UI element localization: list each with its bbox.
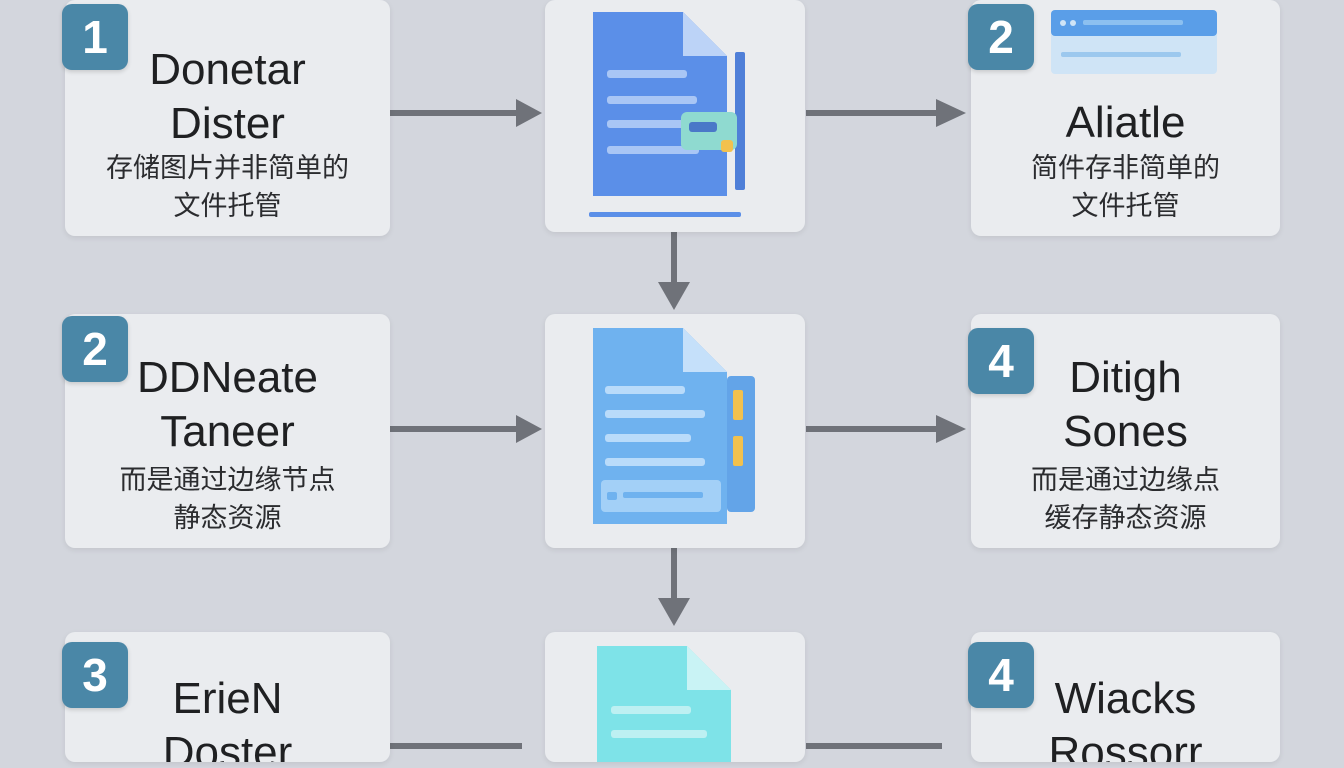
arrow-step2b-to-doc	[390, 415, 542, 443]
document-icon-blue	[589, 12, 745, 217]
arrow-doc-to-step4b	[806, 743, 942, 749]
document-card-3	[545, 632, 805, 762]
step-badge: 2	[968, 4, 1034, 70]
arrow-doc-to-step2	[806, 99, 966, 127]
step-subtitle: 而是通过边缘节点静态资源	[119, 465, 336, 534]
document-card-1	[545, 0, 805, 232]
step-title: Aliatle	[1065, 98, 1186, 147]
arrow-doc2-to-doc3	[658, 548, 690, 626]
step-badge: 1	[62, 4, 128, 70]
step-badge: 3	[62, 642, 128, 708]
step-badge: 2	[62, 316, 128, 382]
arrow-doc1-to-doc2	[658, 230, 690, 310]
step-subtitle: 而是通过边缘点缓存静态资源	[1031, 465, 1220, 534]
browser-window-icon	[1051, 10, 1217, 74]
step-badge: 4	[968, 642, 1034, 708]
arrow-doc-to-step4	[806, 415, 966, 443]
document-icon-lightblue	[593, 328, 755, 524]
step-subtitle: 简件存非简单的文件托管	[1031, 153, 1220, 222]
document-icon-cyan	[597, 646, 731, 762]
arrow-step3-to-doc	[390, 743, 522, 749]
document-card-2	[545, 314, 805, 548]
step-badge: 4	[968, 328, 1034, 394]
step-subtitle: 存储图片并非简单的文件托管	[106, 153, 349, 222]
arrow-step1-to-doc	[390, 99, 542, 127]
